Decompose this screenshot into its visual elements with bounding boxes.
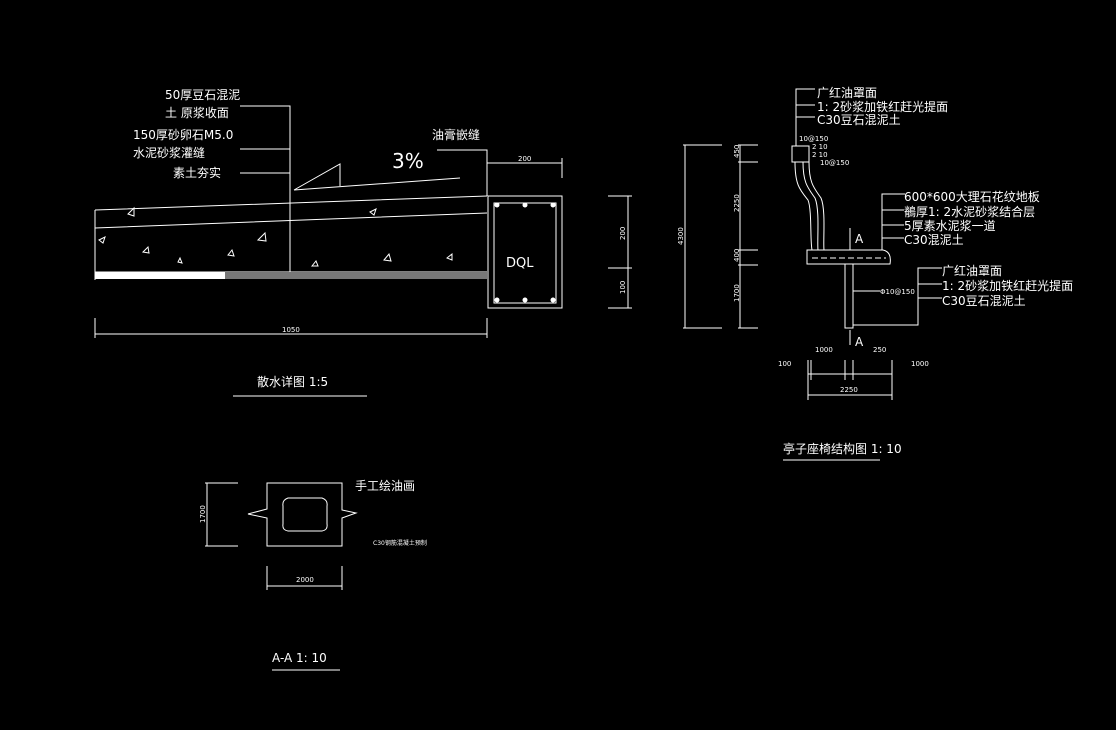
apron-detail: 50厚豆石混泥 土 原浆收面 150厚砂卵石M5.0 水泥砂浆灌缝 素土夯实 3… <box>94 88 632 397</box>
layer-label: 鶺厚1: 2水泥砂浆结合层 <box>904 204 1035 219</box>
dim-total <box>94 318 488 338</box>
dim-label: 250 <box>873 346 886 354</box>
layer-label: 素土夯实 <box>173 165 221 180</box>
painting-panel <box>282 497 328 532</box>
rebar-label: 10@150 <box>820 159 849 167</box>
layer-label: 150厚砂卵石M5.0 <box>133 128 233 142</box>
layer-label: 50厚豆石混泥 <box>165 88 240 102</box>
layer-label: 5厚素水泥浆一道 <box>904 218 996 233</box>
section-mark: A <box>855 232 864 246</box>
layer-label: 600*600大理石花纹地板 <box>904 189 1040 204</box>
apron-slab <box>94 195 488 280</box>
dim-label: 400 <box>733 249 741 262</box>
backrest <box>794 161 825 251</box>
joint-leader <box>437 149 488 196</box>
drawing-title: A-A 1: 10 <box>272 651 327 665</box>
layer-label: 水泥砂浆灌缝 <box>133 145 205 160</box>
aggregate-marks <box>98 206 453 267</box>
dim-total-height <box>683 144 722 329</box>
dim-label: 1700 <box>733 284 741 302</box>
rebar-label: 2 10 <box>812 151 828 159</box>
joint-label: 油膏嵌缝 <box>432 127 480 142</box>
dim-label: 1050 <box>282 326 300 334</box>
section-aa: 1700 2000 手工绘油画 C30钢筋混凝土预制 A-A 1: 10 <box>199 478 427 671</box>
rebar-label: 2 10 <box>812 143 828 151</box>
painting-label: 手工绘油画 <box>355 478 415 493</box>
slope-label: 3% <box>392 149 424 173</box>
dim-label: 2250 <box>733 194 741 212</box>
dim-label: 100 <box>619 281 627 294</box>
rebar-label: 10@150 <box>799 135 828 143</box>
dim-width <box>266 566 343 590</box>
seat-slab <box>806 249 891 265</box>
rebar-label: Φ10@150 <box>880 288 915 296</box>
layer-label: 土 原浆收面 <box>165 105 229 120</box>
layer-label: C30豆石混泥土 <box>942 294 1026 308</box>
leader-lines <box>853 267 942 326</box>
base-fill <box>95 272 225 279</box>
dim-label: 200 <box>518 155 531 163</box>
drawing-title: 亭子座椅结构图 1: 10 <box>783 441 902 456</box>
dim-horizontal <box>807 360 893 400</box>
beam-stirrup <box>493 202 557 304</box>
layer-label: C30混泥土 <box>904 233 964 247</box>
dim-label: 100 <box>778 360 791 368</box>
dim-label: 1000 <box>911 360 929 368</box>
bench-leg <box>844 263 854 329</box>
compacted-soil-hatch <box>225 272 487 279</box>
dim-label: 4300 <box>677 227 685 245</box>
layer-label: 1: 2砂浆加铁红赶光提面 <box>942 278 1073 293</box>
leader-lines <box>240 105 291 272</box>
slope-triangle <box>293 163 461 191</box>
dim-label: 1700 <box>199 505 207 523</box>
dim-label: 1000 <box>815 346 833 354</box>
layer-label: C30豆石混泥土 <box>817 113 901 127</box>
section-outline <box>247 482 358 547</box>
beam-outline <box>487 195 563 309</box>
beam-label: DQL <box>506 256 534 271</box>
backrest-cap <box>791 145 810 163</box>
rebar-dots <box>494 202 556 303</box>
dim-label: 2250 <box>840 386 858 394</box>
leader-lines <box>795 88 815 146</box>
layer-label: 广红油罩面 <box>942 263 1002 278</box>
dim-label: 2000 <box>296 576 314 584</box>
precast-note: C30钢筋混凝土预制 <box>373 539 427 547</box>
leader-lines <box>881 193 905 250</box>
layer-label: 广红油罩面 <box>817 85 877 100</box>
dim-label: 200 <box>619 227 627 240</box>
drawing-title: 散水详图 1:5 <box>257 374 328 389</box>
dim-label: 450 <box>733 145 741 158</box>
dim-chain <box>738 144 758 329</box>
bench-detail: 广红油罩面 1: 2砂浆加铁红赶光提面 C30豆石混泥土 10@150 2 10… <box>677 85 1073 461</box>
dim-beam-height <box>608 195 632 309</box>
dim-beam-width <box>486 158 563 178</box>
layer-label: 1: 2砂浆加铁红赶光提面 <box>817 99 948 114</box>
dim-height <box>205 482 238 547</box>
section-mark: A <box>855 335 864 349</box>
